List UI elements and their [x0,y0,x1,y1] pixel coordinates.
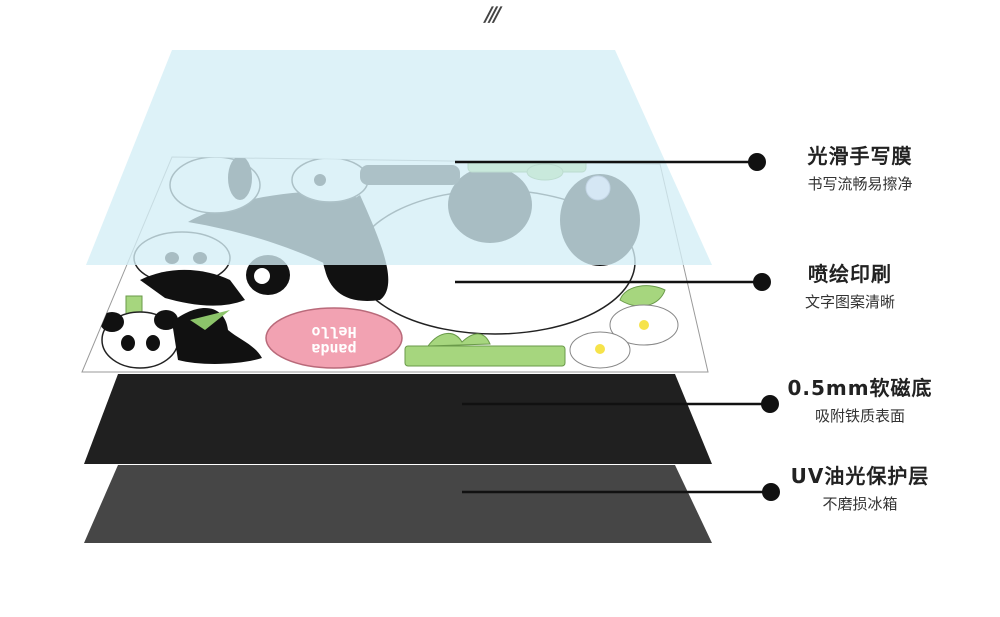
flower-2-center [595,344,605,354]
hello-panda-badge [265,307,403,369]
label-inkjet-print: 喷绘印刷 文字图案清晰 [750,258,950,312]
pointer-dot-film [748,153,766,171]
label-subtitle: 吸附铁质表面 [814,407,905,425]
flower-1-center [639,320,649,330]
smooth-writing-film-layer [86,50,712,265]
left-panda-2-limbs [140,269,245,306]
label-title: 光滑手写膜 [807,144,913,168]
bottom-panda-eye-r [146,335,160,351]
label-subtitle: 文字图案清晰 [804,293,895,311]
label-uv-protective-layer: UV油光保护层 不磨损冰箱 [760,460,960,514]
soft-magnetic-base-layer [84,374,712,464]
label-title: UV油光保护层 [790,464,930,488]
label-smooth-writing-film: 光滑手写膜 书写流畅易擦净 [760,140,960,194]
label-title: 喷绘印刷 [808,262,892,286]
hello-panda-badge-line1: Hello [311,323,356,341]
pointer-dot-magnet [761,395,779,413]
bottom-panda-ear-l [100,312,124,332]
hello-panda-badge-line2: panda [311,340,356,358]
label-title: 0.5mm软磁底 [787,376,933,400]
pointer-dot-uv [762,483,780,501]
pointer-lines [455,153,780,501]
left-panda-3-face [254,268,270,284]
bottom-panda-eye-l [121,335,135,351]
label-subtitle: 书写流畅易擦净 [807,175,913,193]
bottom-panda-ear-r [154,310,178,330]
bottom-bamboo-leaves [426,333,491,347]
label-subtitle: 不磨损冰箱 [822,495,898,513]
bottom-bamboo [404,345,566,367]
uv-protective-layer [84,465,712,543]
pointer-dot-print [753,273,771,291]
label-soft-magnetic-base: 0.5mm软磁底 吸附铁质表面 [760,372,960,426]
bottom-leaf [190,310,230,330]
